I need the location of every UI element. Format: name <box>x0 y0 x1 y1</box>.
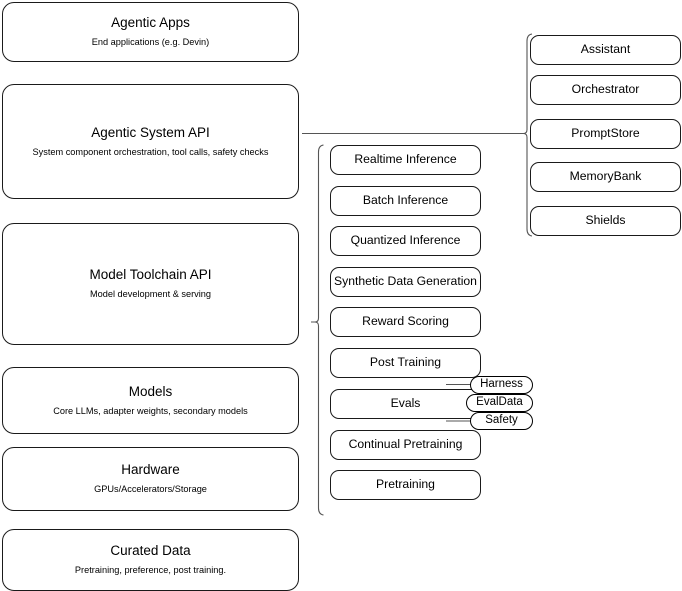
evals-tag-label: Harness <box>480 378 523 391</box>
capability-post-training[interactable]: Post Training <box>330 348 481 378</box>
evals-tag-label: Safety <box>485 414 518 427</box>
capability-label: Batch Inference <box>362 193 449 208</box>
layer-title: Agentic Apps <box>111 15 190 31</box>
capability-label: Pretraining <box>376 477 435 492</box>
capability-label: Quantized Inference <box>350 233 461 248</box>
evals-tag-evaldata[interactable]: EvalData <box>466 394 533 412</box>
layer-subtitle: System component orchestration, tool cal… <box>32 146 269 157</box>
layer-card-curated-data[interactable]: Curated Data Pretraining, preference, po… <box>2 529 299 591</box>
brace-toolchain-capabilities <box>311 144 324 516</box>
evals-tag-safety[interactable]: Safety <box>470 412 533 430</box>
layer-subtitle: End applications (e.g. Devin) <box>91 37 210 48</box>
capability-reward-scoring[interactable]: Reward Scoring <box>330 307 481 337</box>
component-label: Orchestrator <box>571 82 640 97</box>
layer-card-agentic-apps[interactable]: Agentic Apps End applications (e.g. Devi… <box>2 2 299 62</box>
capability-pretraining[interactable]: Pretraining <box>330 470 481 500</box>
capability-label: Continual Pretraining <box>348 437 463 452</box>
layer-card-models[interactable]: Models Core LLMs, adapter weights, secon… <box>2 367 299 434</box>
component-orchestrator[interactable]: Orchestrator <box>530 75 681 105</box>
layer-title: Agentic System API <box>91 124 210 140</box>
layer-title: Curated Data <box>110 543 191 559</box>
component-label: Assistant <box>580 42 631 57</box>
capability-batch-inference[interactable]: Batch Inference <box>330 186 481 216</box>
layer-card-agentic-system-api[interactable]: Agentic System API System component orch… <box>2 84 299 199</box>
layer-title: Hardware <box>121 462 180 478</box>
component-shields[interactable]: Shields <box>530 206 681 236</box>
capability-label: Synthetic Data Generation <box>334 274 477 289</box>
layer-subtitle: Core LLMs, adapter weights, secondary mo… <box>53 405 248 416</box>
capability-quantized-inference[interactable]: Quantized Inference <box>330 226 481 256</box>
layer-title: Models <box>128 383 173 399</box>
capability-label: Post Training <box>369 355 442 370</box>
layer-title: Model Toolchain API <box>89 267 212 283</box>
component-label: PromptStore <box>571 126 640 141</box>
component-label: Shields <box>585 213 626 228</box>
evals-tag-harness[interactable]: Harness <box>470 376 533 394</box>
capability-label: Evals <box>390 396 421 411</box>
layer-card-hardware[interactable]: Hardware GPUs/Accelerators/Storage <box>2 447 299 511</box>
evals-tag-label: EvalData <box>476 396 523 409</box>
layer-subtitle: Pretraining, preference, post training. <box>74 565 227 576</box>
layer-card-model-toolchain-api[interactable]: Model Toolchain API Model development & … <box>2 223 299 345</box>
layer-subtitle: GPUs/Accelerators/Storage <box>94 484 207 495</box>
component-promptstore[interactable]: PromptStore <box>530 119 681 149</box>
capability-synthetic-data-generation[interactable]: Synthetic Data Generation <box>330 267 481 297</box>
component-label: MemoryBank <box>569 169 642 184</box>
layer-subtitle: Model development & serving <box>89 289 212 300</box>
capability-evals[interactable]: Evals <box>330 389 481 419</box>
component-assistant[interactable]: Assistant <box>530 35 681 65</box>
component-memorybank[interactable]: MemoryBank <box>530 162 681 192</box>
capability-label: Reward Scoring <box>362 314 449 329</box>
capability-realtime-inference[interactable]: Realtime Inference <box>330 145 481 175</box>
capability-continual-pretraining[interactable]: Continual Pretraining <box>330 430 481 460</box>
capability-label: Realtime Inference <box>354 152 457 167</box>
